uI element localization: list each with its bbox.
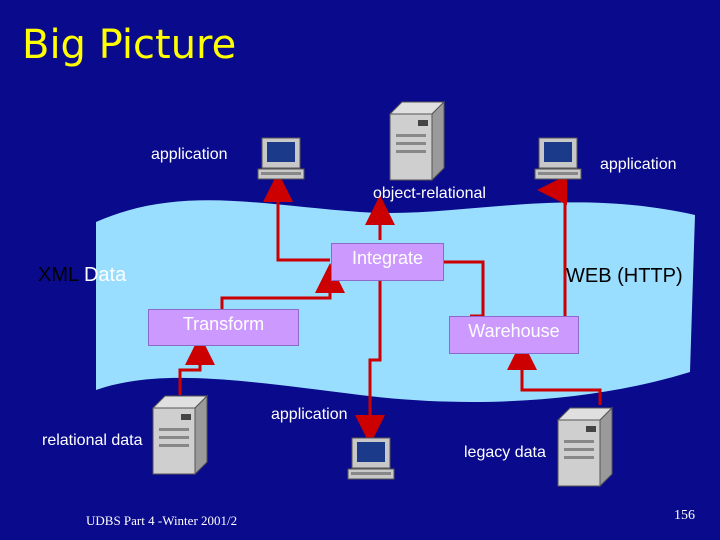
workstation-icon — [257, 137, 305, 180]
data-word: Data — [83, 264, 127, 286]
application-label-bottom: application — [271, 406, 348, 423]
xml-word: XML — [38, 264, 79, 286]
relational-data-label: relational data — [42, 432, 143, 449]
xml-data-label: XML Data — [38, 264, 126, 287]
server-tower-icon — [388, 100, 446, 182]
slide-title: Big Picture — [22, 22, 237, 68]
arrow-warehouse-to-app-right — [537, 175, 567, 318]
legacy-data-label: legacy data — [464, 444, 546, 461]
integrate-box: Integrate — [331, 243, 444, 281]
arrow-legacy-to-warehouse — [507, 340, 602, 405]
server-tower-icon — [151, 394, 209, 476]
server-tower-icon — [556, 406, 614, 488]
arrow-transform-to-integrate — [220, 263, 345, 318]
object-relational-label: object-relational — [373, 185, 486, 202]
application-label-right: application — [600, 156, 677, 173]
workstation-icon — [347, 437, 395, 480]
warehouse-box: Warehouse — [449, 316, 579, 354]
application-label-left: application — [151, 146, 228, 163]
web-http-label: WEB (HTTP) — [566, 265, 683, 287]
transform-box: Transform — [148, 309, 299, 346]
arrow-center-to-app-bottom — [355, 280, 385, 445]
workstation-icon — [534, 137, 582, 180]
arrow-integrate-to-app-left — [263, 172, 330, 262]
page-number: 156 — [674, 508, 695, 523]
footer-text: UDBS Part 4 -Winter 2001/2 — [86, 513, 238, 528]
arrow-relational-to-transform — [178, 335, 215, 395]
web-banner — [96, 200, 695, 402]
